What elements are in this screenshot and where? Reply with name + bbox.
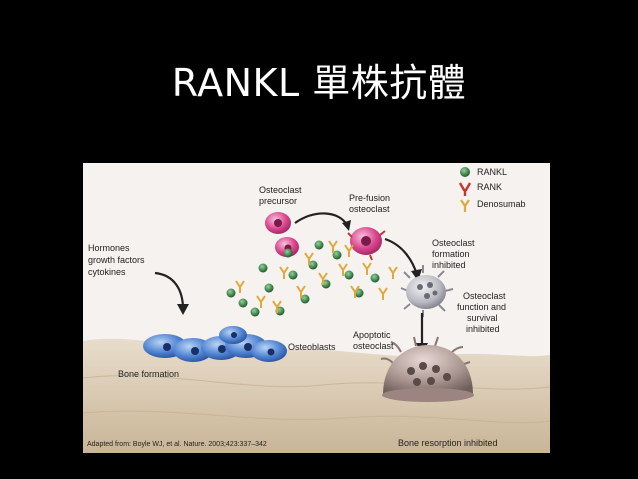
resorbing-osteoclast-dome — [380, 336, 474, 402]
label-osteoclast-precursor: Osteoclast precursor — [259, 185, 304, 206]
label-apoptotic-osteoclast: Apoptotic osteoclast — [353, 330, 394, 351]
figure-citation: Adapted from: Boyle WJ, et al. Nature. 2… — [87, 441, 267, 448]
label-bone-formation: Bone formation — [118, 369, 179, 379]
label-formation-inhibited: Osteoclast formation inhibited — [432, 238, 477, 270]
rankl-mechanism-figure: RANKL RANK Denosumab Osteoclast precurso… — [83, 163, 550, 453]
osteoblast-cluster — [143, 326, 287, 362]
denosumab-molecules — [235, 240, 398, 313]
rankl-molecules — [226, 240, 380, 317]
label-hormones: Hormones growth factors cytokines — [88, 243, 147, 277]
legend: RANKL RANK Denosumab — [458, 167, 526, 212]
rankl-legend-icon — [460, 167, 470, 177]
label-osteoblasts: Osteoblasts — [288, 342, 336, 352]
label-pre-fusion: Pre-fusion osteoclast — [349, 193, 393, 214]
label-bone-resorption-inhibited: Bone resorption inhibited — [398, 438, 498, 448]
legend-denosumab: Denosumab — [477, 199, 526, 209]
slide-title: RANKL 單株抗體 — [171, 61, 467, 105]
denosumab-legend-icon — [460, 199, 470, 212]
arrow-precursor-to-prefusion — [294, 212, 348, 226]
prefusion-osteoclast-cell — [347, 227, 386, 261]
label-function-inhibited: Osteoclast function and survival inhibit… — [457, 291, 509, 334]
legend-rankl: RANKL — [477, 167, 507, 177]
rank-legend-icon — [458, 182, 472, 196]
legend-rank: RANK — [477, 182, 502, 192]
